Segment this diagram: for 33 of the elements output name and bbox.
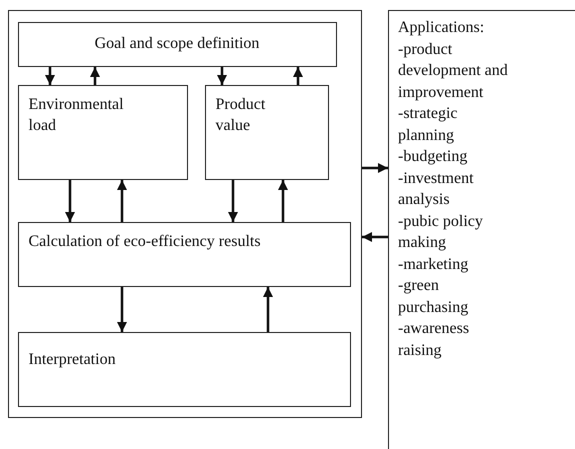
arrow <box>362 163 388 173</box>
box-label: Interpretation <box>28 350 117 370</box>
arrow <box>65 180 75 222</box>
list-item: -marketing <box>398 254 470 274</box>
panel-heading: Applications: <box>398 18 486 38</box>
box-label: Environmental load <box>28 94 125 136</box>
list-item: -pubic policy making <box>398 212 484 253</box>
frame-box <box>8 10 362 418</box>
arrow <box>278 180 288 222</box>
list-item: -investment analysis <box>398 168 475 210</box>
arrow <box>90 67 100 85</box>
arrow <box>45 67 55 85</box>
process-box <box>18 222 350 286</box>
applications-panel <box>388 10 575 449</box>
arrow <box>293 67 303 85</box>
list-item: -strategic planning <box>398 104 459 146</box>
box-label: Goal and scope definition <box>94 34 260 54</box>
process-box <box>18 84 188 180</box>
list-item: -product development and improvement <box>398 40 509 102</box>
process-box <box>18 22 336 66</box>
box-label: Calculation of eco-efficiency results <box>28 232 262 252</box>
list-item: -awareness raising <box>398 319 470 360</box>
arrow <box>263 287 273 332</box>
box-label: Product value <box>216 94 266 136</box>
arrow <box>217 67 227 85</box>
list-item: -green purchasing <box>398 276 470 318</box>
process-box <box>204 84 328 180</box>
process-box <box>18 332 350 406</box>
list-item: -budgeting <box>398 147 468 167</box>
arrow <box>228 180 238 222</box>
arrow <box>117 287 127 332</box>
arrow <box>117 180 127 222</box>
arrow <box>362 232 388 242</box>
